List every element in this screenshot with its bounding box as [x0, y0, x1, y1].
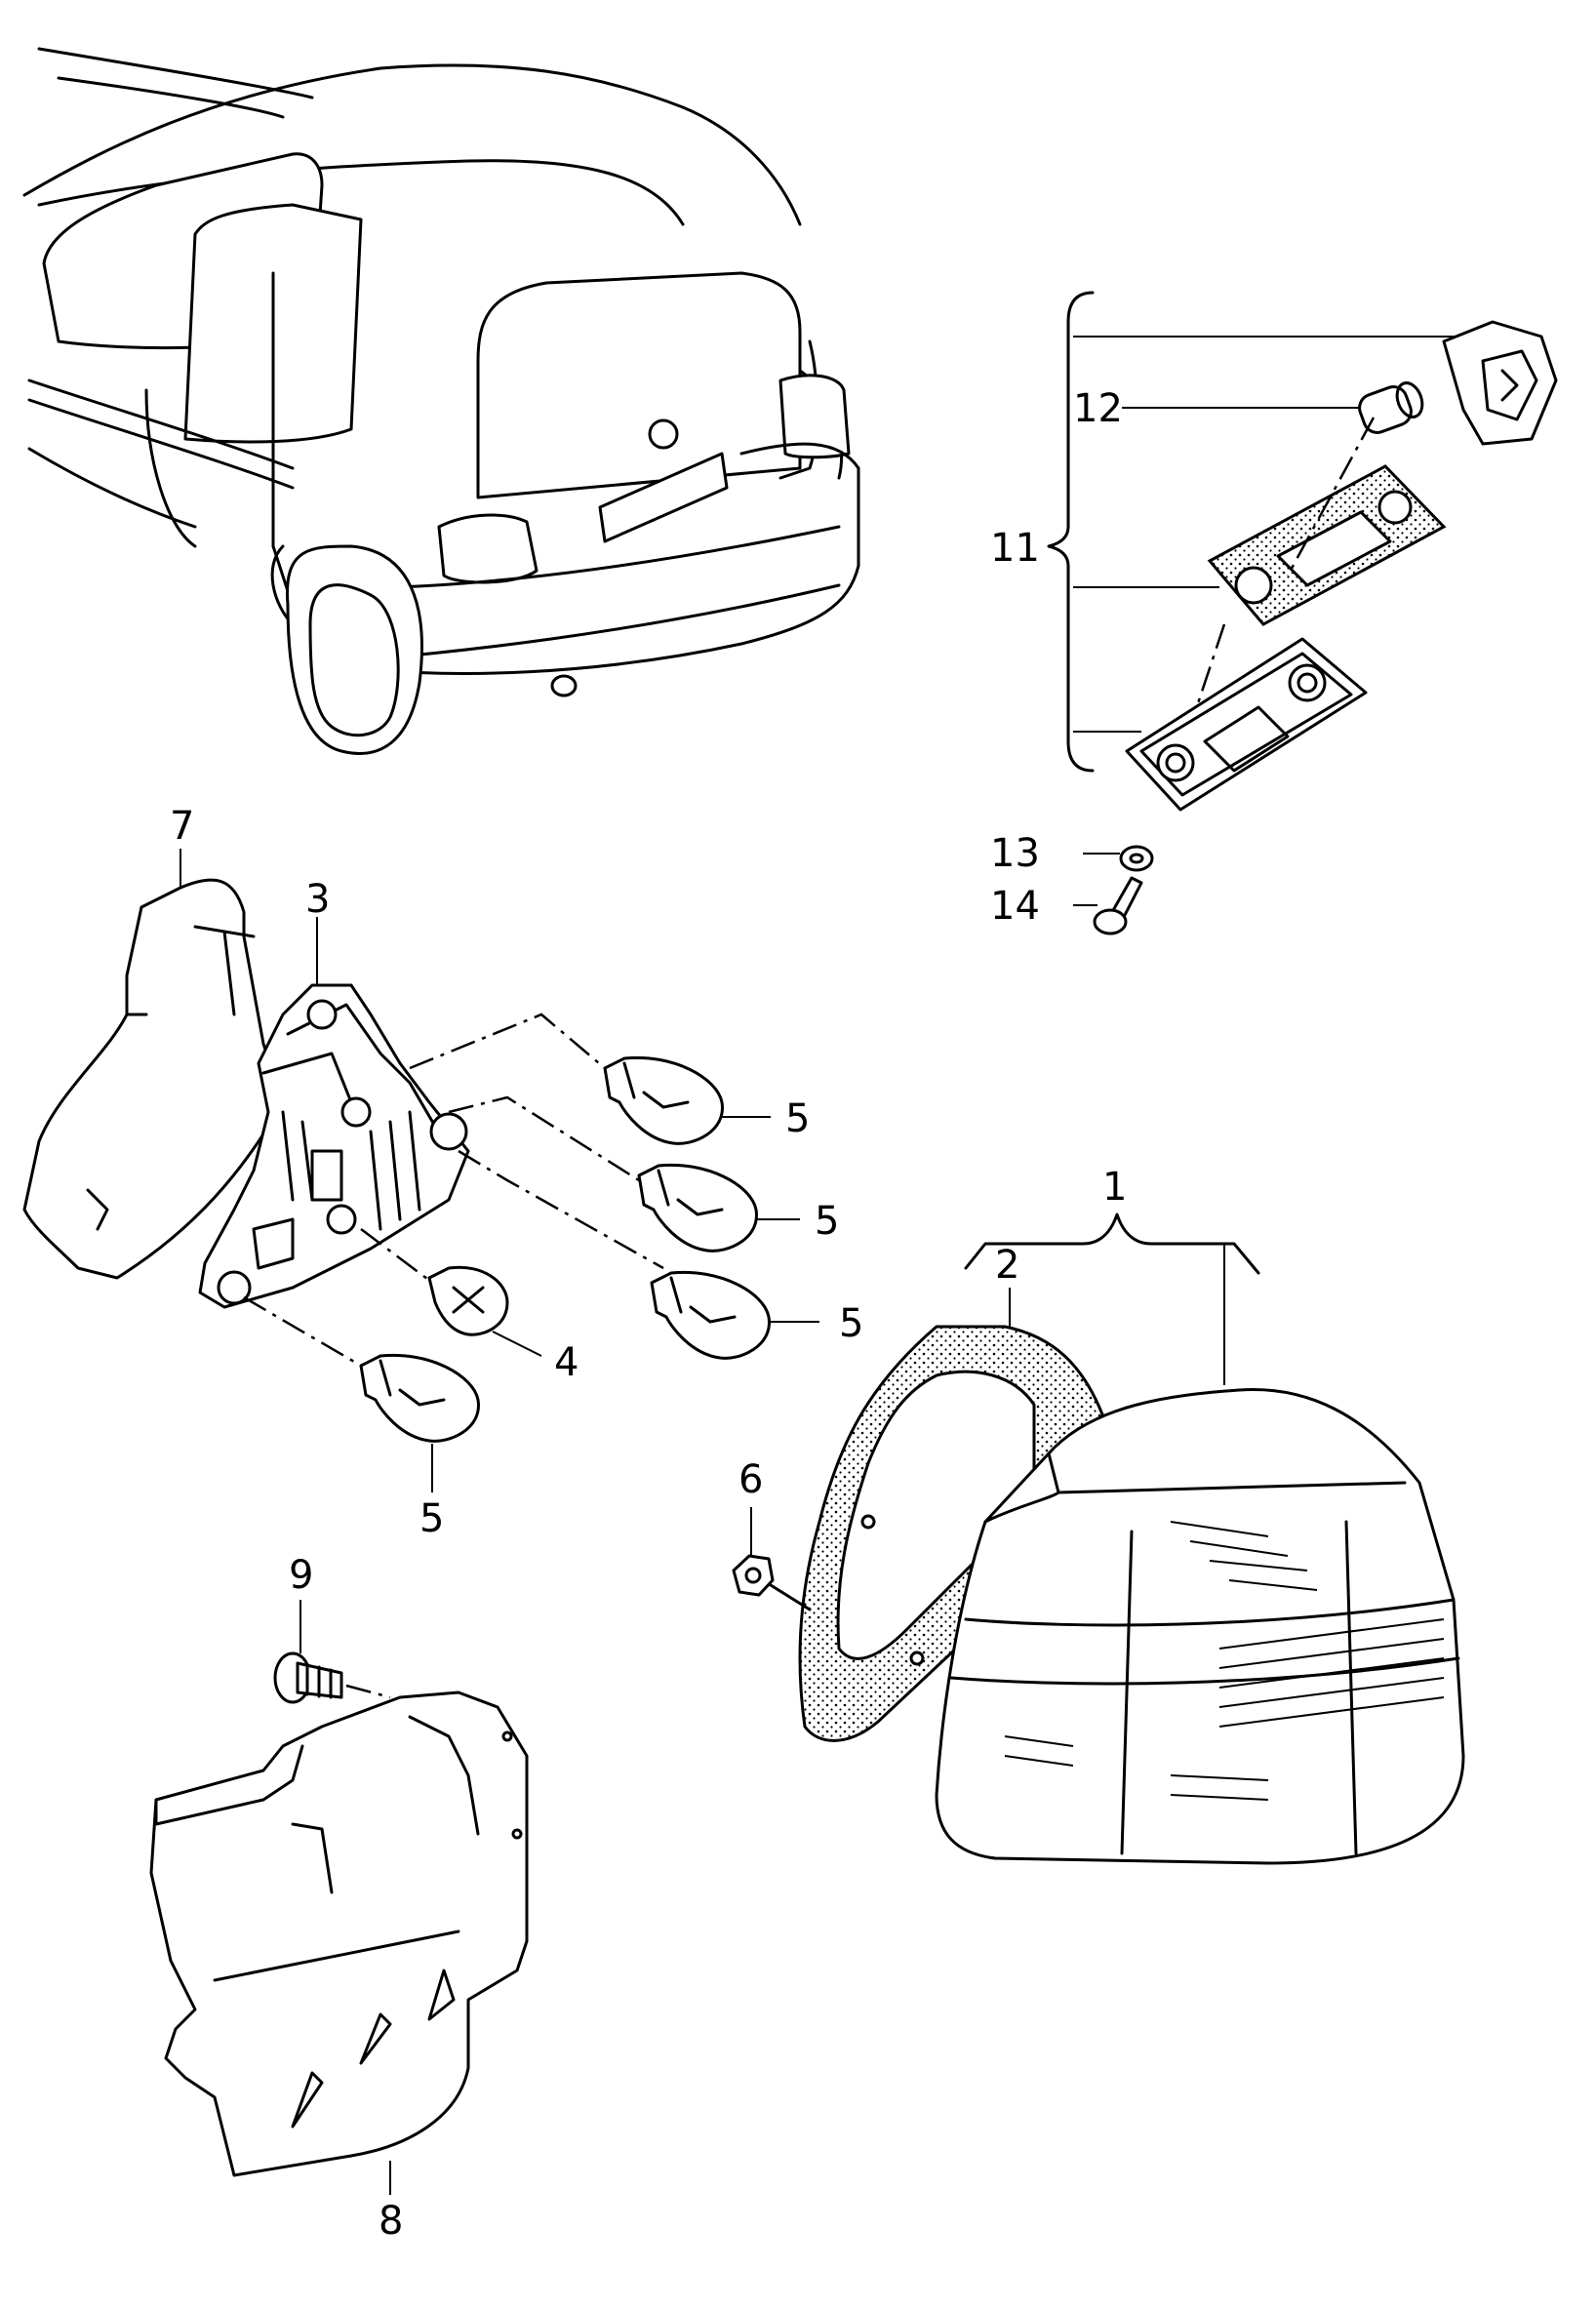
bulb-5-top — [603, 1055, 724, 1145]
bulb-5-mid — [637, 1163, 758, 1253]
bracket-1 — [964, 1213, 1260, 1385]
callout-8: 8 — [379, 2199, 403, 2244]
callout-12: 12 — [1073, 386, 1123, 431]
callout-9: 9 — [289, 1553, 313, 1598]
bulb-4 — [427, 1265, 509, 1336]
bulb-holder-3 — [198, 917, 470, 1309]
cover-8 — [149, 1690, 529, 2195]
callout-5-bottom: 5 — [419, 1496, 444, 1541]
callout-2: 2 — [995, 1243, 1019, 1288]
callout-5-top: 5 — [785, 1096, 810, 1141]
washer-13 — [1119, 845, 1154, 872]
nut-6 — [732, 1507, 812, 1611]
screw-9 — [273, 1600, 391, 1704]
callout-5-mid: 5 — [815, 1199, 839, 1244]
lamp-housing — [1125, 637, 1368, 812]
callout-1: 1 — [1102, 1165, 1127, 1210]
tail-light-1 — [935, 1387, 1465, 1865]
bulb-socket-connector — [1442, 320, 1558, 446]
gasket-plate — [1207, 464, 1447, 626]
bulb-5-right — [650, 1270, 771, 1360]
callout-3: 3 — [305, 877, 330, 922]
cover-7 — [22, 849, 285, 1280]
callout-5-right: 5 — [839, 1301, 863, 1346]
bulb-5-bottom — [359, 1353, 480, 1443]
callout-11: 11 — [990, 526, 1040, 571]
callout-14: 14 — [990, 884, 1040, 929]
callout-6: 6 — [738, 1457, 763, 1502]
callout-4: 4 — [554, 1340, 579, 1385]
callout-13: 13 — [990, 831, 1040, 876]
licence-plate-light-assembly — [1047, 291, 1558, 935]
gasket-2 — [798, 1288, 1104, 1742]
screw-14 — [1093, 876, 1143, 935]
festoon-bulb-12 — [1358, 381, 1424, 434]
callout-7: 7 — [170, 804, 194, 849]
car-rear-view — [22, 47, 860, 755]
